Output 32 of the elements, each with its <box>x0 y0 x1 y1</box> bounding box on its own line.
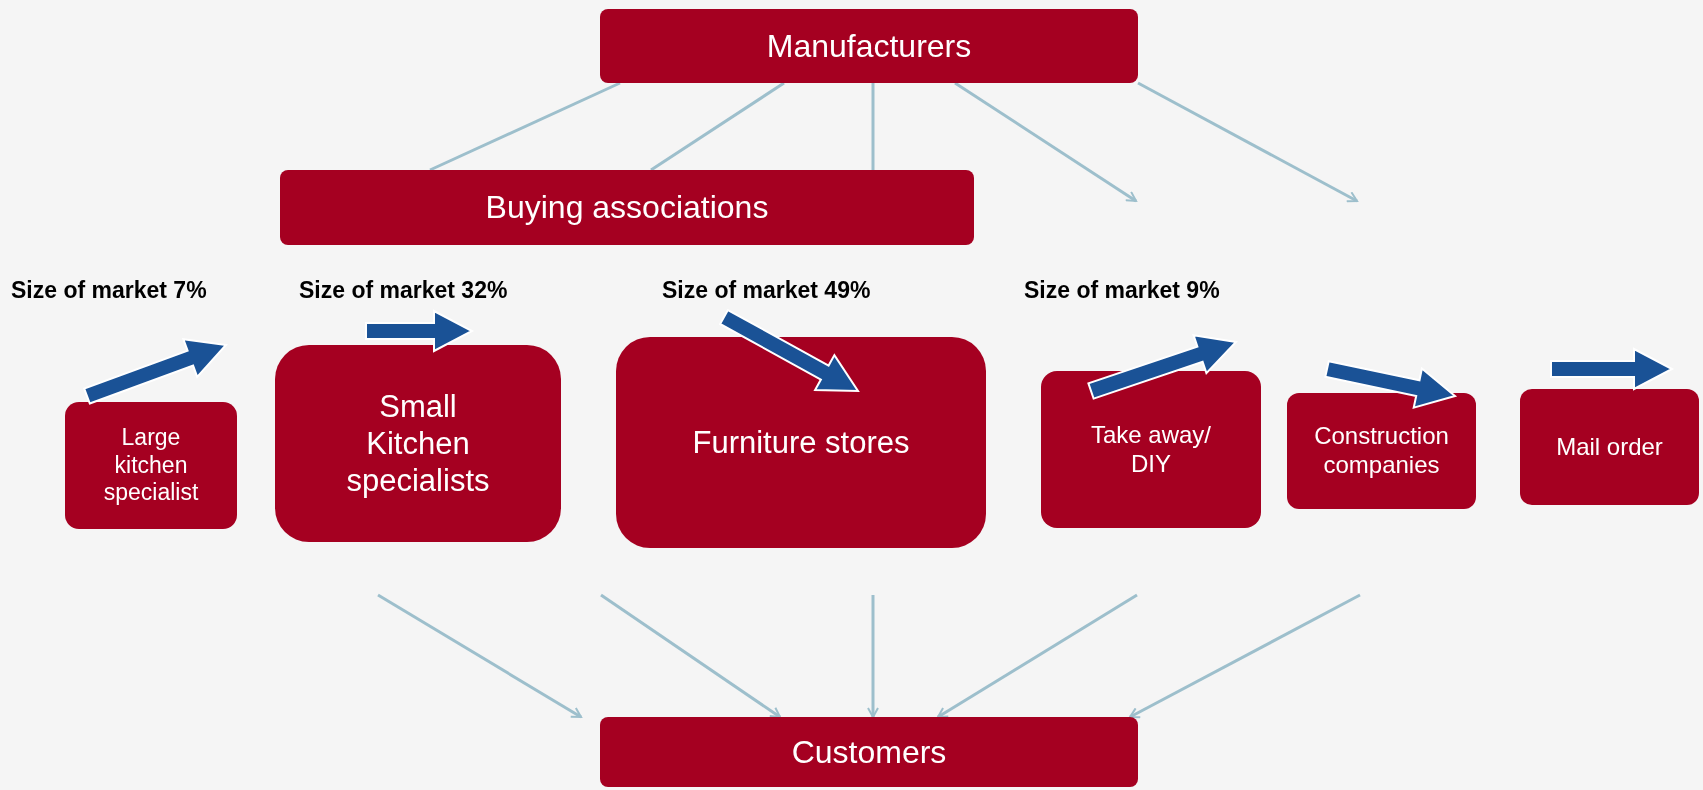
box-label: Construction companies <box>1313 422 1450 480</box>
connector-line <box>650 81 785 172</box>
channel-box <box>1520 389 1699 505</box>
channel-box <box>616 337 986 548</box>
channel-box <box>65 402 237 529</box>
channel-box <box>1041 371 1261 528</box>
market-size-label: Size of market 49% <box>662 277 871 304</box>
channel-box <box>600 717 1138 787</box>
box-label: Furniture stores <box>692 423 910 462</box>
box-label: Take away/ DIY <box>1089 420 1213 479</box>
arrow <box>600 593 781 719</box>
box-label: Buying associations <box>485 188 769 227</box>
box-label: Mail order <box>1556 432 1663 462</box>
box-label: Customers <box>791 732 947 772</box>
channel-box <box>1287 393 1476 509</box>
arrow <box>954 81 1137 203</box>
channel-box <box>600 9 1138 83</box>
box-label: Small Kitchen specialists <box>345 387 491 500</box>
arrow <box>377 593 582 719</box>
connector-line <box>871 83 875 170</box>
market-size-label: Size of market 7% <box>11 277 207 304</box>
channel-box <box>275 345 561 542</box>
arrow <box>937 593 1138 719</box>
box-label: Large kitchen specialist <box>102 424 200 507</box>
arrow <box>867 595 879 718</box>
connector-line <box>429 81 621 172</box>
channel-box <box>280 170 974 245</box>
box-label: Manufacturers <box>766 26 972 66</box>
market-size-label: Size of market 32% <box>299 277 508 304</box>
arrow <box>1129 593 1361 719</box>
market-size-label: Size of market 9% <box>1024 277 1220 304</box>
arrow <box>1137 81 1358 203</box>
